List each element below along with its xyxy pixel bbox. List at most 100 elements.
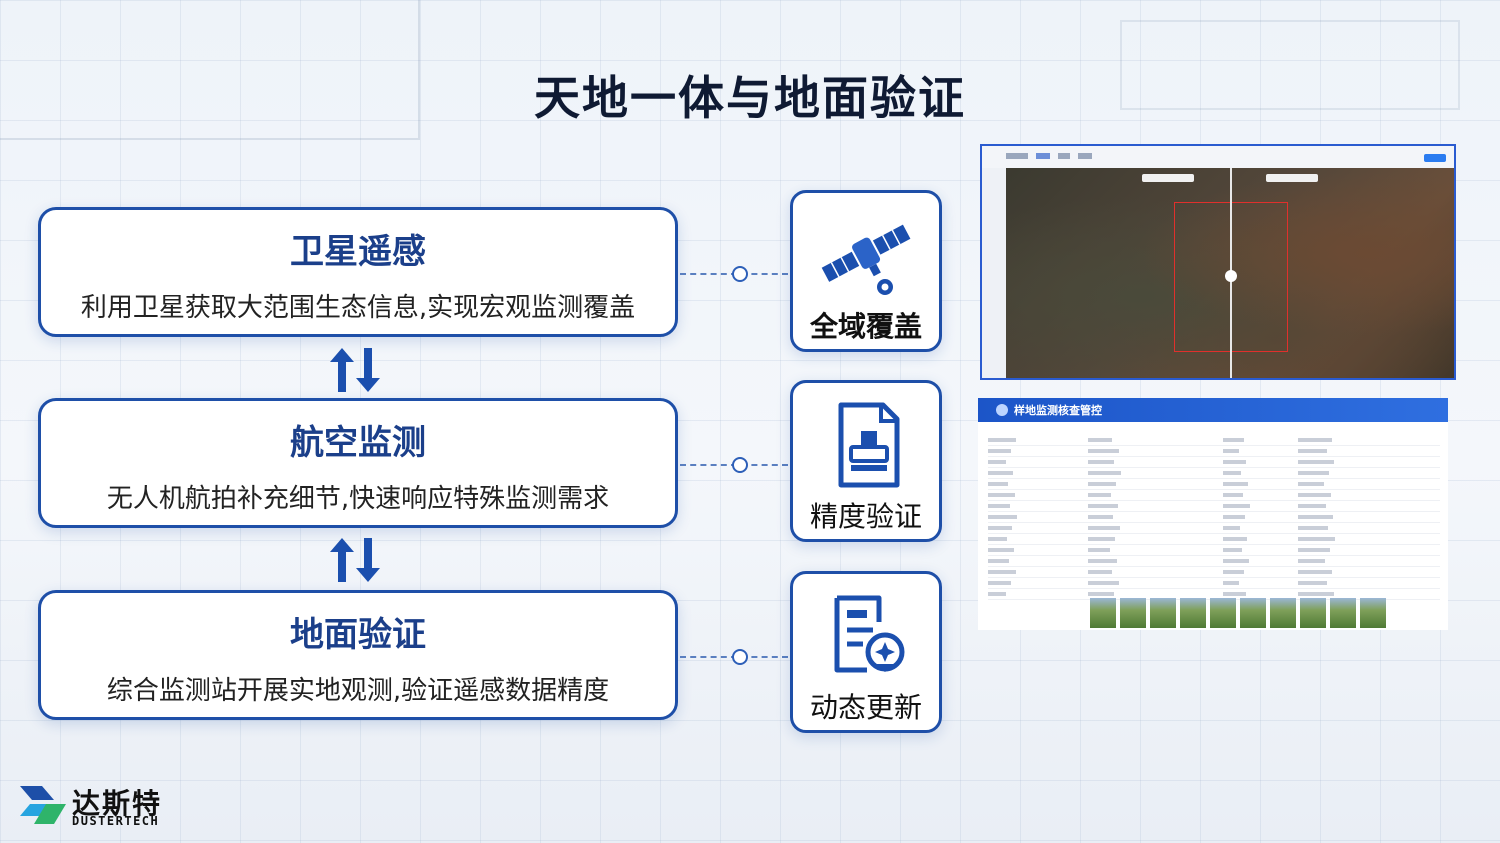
card-title: 地面验证 — [290, 615, 426, 655]
table-row — [988, 533, 1440, 534]
table-cell — [988, 460, 1006, 464]
table-cell — [1223, 570, 1244, 574]
plot-photo-thumbnail[interactable] — [1240, 598, 1266, 628]
connector-dot — [732, 457, 748, 473]
card-aerial-monitoring: 航空监测 无人机航拍补充细节,快速响应特殊监测需求 — [38, 398, 678, 528]
satellite-map-screenshot — [980, 144, 1456, 380]
map-toolbar — [982, 146, 1454, 168]
table-cell — [1298, 471, 1329, 475]
connector-line — [680, 649, 788, 665]
plot-photo-thumbnail[interactable] — [1270, 598, 1296, 628]
table-row — [988, 489, 1440, 490]
app-header: 样地监测核查管控 — [978, 398, 1448, 422]
card-title: 航空监测 — [290, 423, 426, 463]
table-row — [988, 555, 1440, 556]
card-description: 无人机航拍补充细节,快速响应特殊监测需求 — [106, 484, 610, 514]
table-cell — [1298, 438, 1332, 442]
table-cell — [1088, 504, 1118, 508]
table-row — [988, 478, 1440, 479]
brand-name-english: DUSTERTECH — [72, 814, 160, 828]
bidirectional-arrows-icon — [330, 348, 380, 392]
plot-photo-thumbnail[interactable] — [1210, 598, 1236, 628]
app-logo-icon — [996, 404, 1008, 416]
brand-logo-icon — [20, 786, 66, 824]
card-description: 综合监测站开展实地观测,验证遥感数据精度 — [106, 676, 610, 706]
table-row — [988, 467, 1440, 468]
table-cell — [988, 526, 1012, 530]
table-cell — [1223, 449, 1239, 453]
connector-line — [680, 457, 788, 473]
page-title: 天地一体与地面验证 — [534, 71, 966, 125]
table-cell — [1223, 526, 1240, 530]
table-row — [988, 566, 1440, 567]
table-cell — [1223, 515, 1245, 519]
table-cell — [1223, 504, 1250, 508]
table-cell — [1088, 548, 1110, 552]
table-cell — [1298, 515, 1333, 519]
table-cell — [988, 449, 1011, 453]
table-cell — [988, 482, 1008, 486]
table-cell — [988, 581, 1011, 585]
table-cell — [1088, 515, 1113, 519]
card-title: 卫星遥感 — [290, 232, 426, 272]
table-cell — [1223, 537, 1247, 541]
table-cell — [1223, 581, 1239, 585]
app-title: 样地监测核查管控 — [1014, 404, 1102, 417]
plot-monitoring-screenshot: 样地监测核查管控 — [978, 398, 1448, 630]
plot-photo-thumbnail[interactable] — [1090, 598, 1116, 628]
table-cell — [988, 559, 1009, 563]
map-action-button[interactable] — [1424, 154, 1446, 162]
table-cell — [1088, 581, 1119, 585]
plot-photo-thumbnail[interactable] — [1120, 598, 1146, 628]
table-cell — [988, 537, 1007, 541]
feature-label: 全域覆盖 — [809, 310, 922, 343]
card-description: 利用卫星获取大范围生态信息,实现宏观监测覆盖 — [80, 293, 636, 323]
feature-full-coverage: 全域覆盖 — [790, 190, 942, 352]
table-cell — [1298, 482, 1324, 486]
plot-photo-thumbnail[interactable] — [1150, 598, 1176, 628]
background-decoration — [0, 0, 420, 140]
connector-dot — [732, 266, 748, 282]
table-cell — [1298, 460, 1334, 464]
document-location-icon — [834, 595, 905, 673]
table-row — [988, 522, 1440, 523]
table-cell — [988, 592, 1006, 596]
table-cell — [1298, 548, 1330, 552]
table-cell — [988, 515, 1017, 519]
table-cell — [1223, 438, 1244, 442]
table-row — [988, 577, 1440, 578]
table-cell — [1088, 482, 1116, 486]
document-stamp-icon — [838, 402, 900, 488]
table-cell — [1298, 449, 1327, 453]
table-row — [988, 445, 1440, 446]
feature-dynamic-update: 动态更新 — [790, 571, 942, 733]
compare-slider-handle[interactable] — [1225, 270, 1237, 282]
bidirectional-arrows-icon — [330, 538, 380, 582]
table-cell — [1298, 570, 1332, 574]
table-cell — [1088, 449, 1119, 453]
table-cell — [988, 570, 1016, 574]
table-cell — [1298, 504, 1326, 508]
background-decoration — [1120, 20, 1460, 110]
table-row — [988, 456, 1440, 457]
table-row — [988, 500, 1440, 501]
connector-line — [680, 266, 788, 282]
table-cell — [1223, 548, 1242, 552]
table-cell — [1298, 581, 1327, 585]
table-cell — [1223, 592, 1246, 596]
table-cell — [1088, 438, 1112, 442]
plot-photo-thumbnail[interactable] — [1330, 598, 1356, 628]
satellite-icon — [821, 224, 911, 295]
feature-label: 精度验证 — [809, 500, 922, 533]
table-cell — [988, 438, 1016, 442]
plot-photo-thumbnail[interactable] — [1300, 598, 1326, 628]
plot-photo-thumbnail[interactable] — [1180, 598, 1206, 628]
table-cell — [1298, 526, 1328, 530]
table-cell — [1088, 460, 1114, 464]
table-cell — [1088, 559, 1117, 563]
plot-photo-thumbnail[interactable] — [1360, 598, 1386, 628]
table-cell — [1223, 559, 1249, 563]
table-cell — [988, 548, 1014, 552]
table-cell — [1088, 493, 1111, 497]
table-row — [988, 588, 1440, 589]
